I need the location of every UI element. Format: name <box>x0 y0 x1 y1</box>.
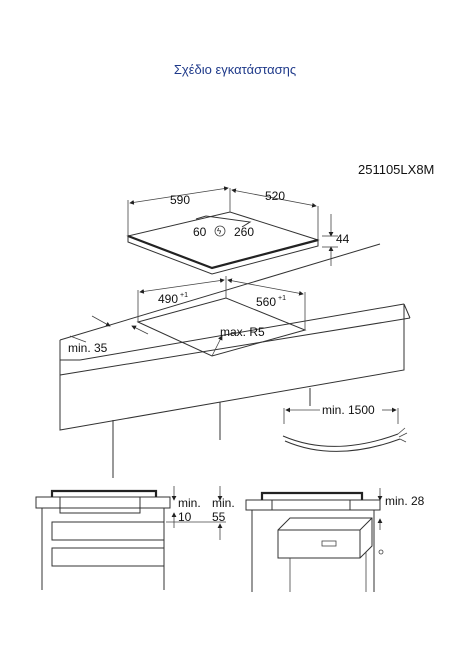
gap-b-value: 55 <box>212 510 226 524</box>
cutout-radius-label: max. R5 <box>220 325 265 339</box>
right-gap-label: min. 28 <box>385 494 425 508</box>
cable-length-label: min. 1500 <box>322 403 375 417</box>
hob-width-label: 590 <box>170 193 190 207</box>
gap-a-min-label: min. <box>178 496 201 510</box>
model-code: 251105LX8M <box>358 162 435 177</box>
worktop-drawing <box>59 243 411 478</box>
gap-a-value: 10 <box>178 510 192 524</box>
side-view-left <box>35 486 226 590</box>
power-symbol: ϟ <box>217 227 222 236</box>
connection-y-label: 260 <box>234 225 254 239</box>
edge-min-label: min. 35 <box>68 341 108 355</box>
hob-height-label: 44 <box>336 232 350 246</box>
cutout-width-label: 490 <box>158 292 178 306</box>
hob-drawing <box>126 186 338 275</box>
hob-depth-label: 520 <box>265 189 285 203</box>
connection-x-label: 60 <box>193 225 207 239</box>
side-view-right <box>245 488 384 592</box>
cutout-width-tol: +1 <box>180 292 188 299</box>
cutout-depth-label: 560 <box>256 295 276 309</box>
page-title: Σχέδιο εγκατάστασης <box>173 62 297 77</box>
cutout-drawing <box>69 276 307 357</box>
cutout-depth-tol: +1 <box>278 295 286 302</box>
cable-drawing <box>282 407 408 452</box>
power-icon <box>214 225 226 237</box>
gap-b-min-label: min. <box>212 496 235 510</box>
